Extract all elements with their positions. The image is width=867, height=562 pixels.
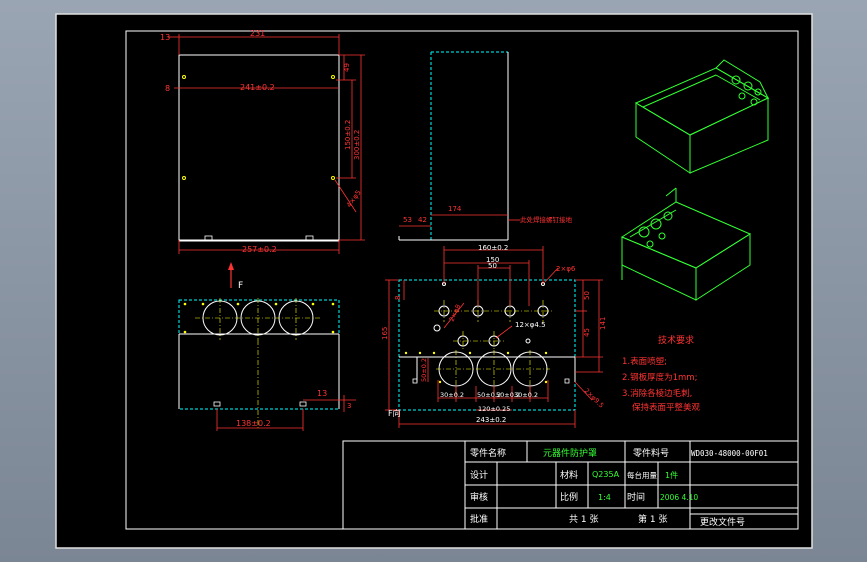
value-part-name: 元器件防护罩 — [543, 447, 597, 459]
value-part-no: WD030-48000-00F01 — [691, 449, 768, 458]
dim-241: 241±0.2 — [240, 83, 275, 92]
dim-231: 231 — [250, 29, 265, 38]
dim-174: 174 — [448, 205, 462, 213]
dim-50d: 50±0.2 — [477, 391, 501, 399]
label-design: 设计 — [470, 469, 488, 481]
dim-141: 141 — [599, 317, 607, 330]
isometric-view-1 — [634, 59, 770, 174]
value-total-sheets: 共 1 张 — [569, 514, 598, 525]
label-part-name: 零件名称 — [470, 447, 506, 459]
top-view: 138±0.2 13 3 — [178, 298, 356, 431]
label-review: 审核 — [470, 491, 488, 503]
dim-53: 53 — [403, 216, 412, 224]
label-change-doc: 更改文件号 — [700, 516, 745, 528]
label-approve: 批准 — [470, 513, 488, 525]
dim-120: 120±0.25 — [478, 405, 510, 413]
dim-160: 160±0.2 — [478, 244, 508, 252]
value-date: 2006 4.10 — [660, 493, 698, 502]
tech-item-2: 2.钢板厚度为1mm; — [622, 372, 697, 383]
dim-13: 13 — [160, 33, 170, 42]
value-scale: 1:4 — [598, 493, 611, 502]
label-material: 材料 — [560, 469, 578, 481]
dim-49: 49 — [343, 63, 351, 72]
dim-150: 150±0.2 — [344, 120, 352, 150]
title-block: 零件名称 元器件防护罩 零件料号 WD030-48000-00F01 设计 材料… — [342, 440, 799, 530]
value-qty: 1件 — [665, 470, 678, 480]
sheet-background — [55, 13, 813, 549]
dim-150b: 150 — [486, 256, 499, 264]
isometric-view-2 — [620, 187, 752, 301]
dim-300: 300±0.2 — [353, 130, 361, 160]
dim-50e: 50±0.2 — [496, 391, 520, 399]
label-time: 时间 — [627, 491, 645, 503]
dim-42: 42 — [418, 216, 427, 224]
dim-30a: 30±0.2 — [440, 391, 464, 399]
dim-2x6: 2×φ6 — [556, 265, 576, 273]
dim-8: 8 — [165, 84, 170, 93]
label-scale: 比例 — [560, 491, 578, 503]
tech-title: 技术要求 — [658, 334, 694, 346]
dim-12x4-5: 12×φ4.5 — [515, 321, 546, 329]
dim-138: 138±0.2 — [236, 419, 271, 428]
side-view: 174 53 42 此处焊接螺钉接地 — [398, 51, 573, 241]
label-qty: 每台用量 — [627, 470, 657, 480]
dim-243: 243±0.2 — [476, 416, 506, 424]
tech-item-4: 保持表面平整美观 — [632, 402, 701, 413]
dim-257: 257±0.2 — [242, 245, 277, 254]
dim-8b: 8 — [394, 296, 402, 300]
tech-item-3: 3.消除各棱边毛刺, — [622, 388, 692, 399]
dim-50: 50 — [488, 262, 497, 270]
weld-note: 此处焊接螺钉接地 — [520, 215, 573, 224]
view-arrow-f: F — [228, 262, 243, 291]
f-view-label: F向 — [388, 408, 401, 418]
dim-165: 165 — [381, 327, 389, 340]
dim-45: 45 — [583, 328, 591, 337]
value-sheet-no: 第 1 张 — [638, 513, 667, 525]
dim-13b: 13 — [317, 389, 327, 398]
dim-50c: 50±0.2 — [420, 358, 428, 382]
label-part-no: 零件料号 — [633, 447, 669, 459]
value-material: Q235A — [592, 470, 620, 479]
tech-item-1: 1.表面喷塑; — [622, 356, 667, 367]
view-label-f: F — [238, 281, 243, 291]
tech-requirements: 技术要求 1.表面喷塑; 2.钢板厚度为1mm; 3.消除各棱边毛刺, 保持表面… — [622, 334, 701, 413]
dim-30b: 30±0.2 — [514, 391, 538, 399]
dim-50b: 50 — [583, 291, 591, 300]
dim-3: 3 — [347, 402, 351, 410]
front-view: 13 231 8 241±0.2 257±0.2 49 150±0.2 300±… — [160, 29, 365, 254]
